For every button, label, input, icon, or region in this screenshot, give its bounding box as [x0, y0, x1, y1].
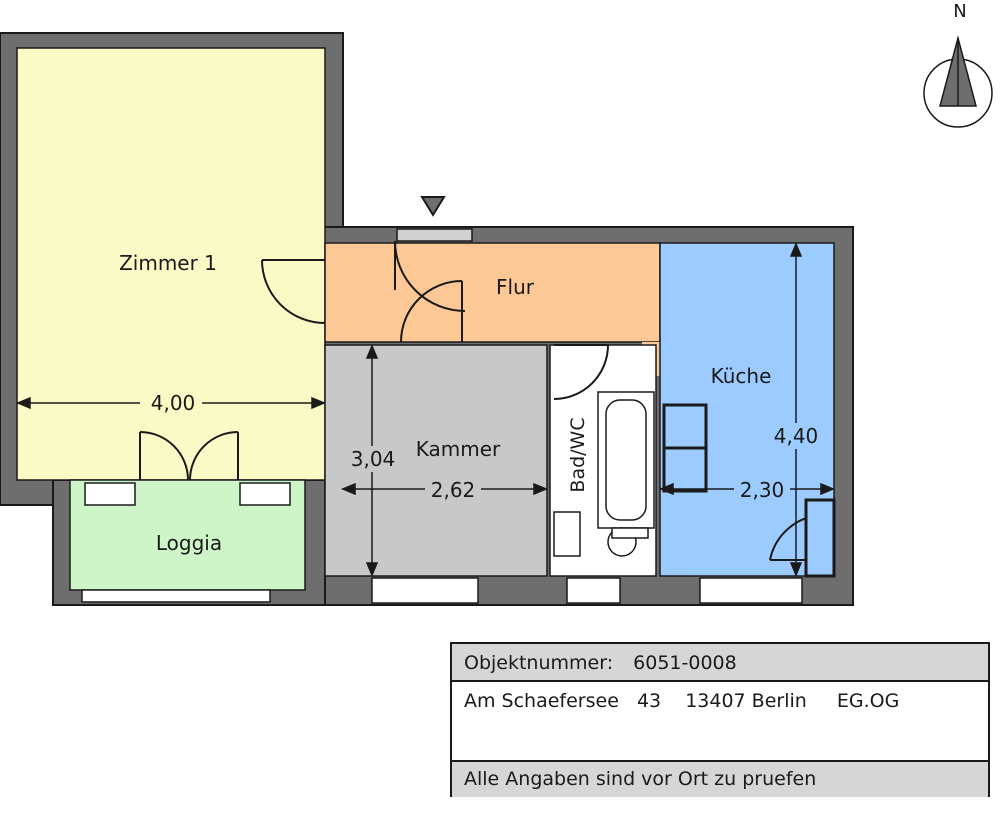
note-text: Alle Angaben sind vor Ort zu pruefen: [464, 768, 817, 790]
bath-fixtures: [553, 391, 655, 557]
doors: [139, 240, 826, 561]
object-label: Objektnummer:: [464, 652, 614, 674]
label-zimmer1: Zimmer 1: [119, 251, 217, 275]
object-number: 6051-0008: [633, 652, 737, 674]
windows: [81, 228, 803, 604]
compass: N: [923, 1, 993, 128]
dim-kueche-height: 4,40: [774, 424, 819, 448]
address-floor: EG.OG: [836, 690, 900, 712]
dim-kammer-width: 2,62: [431, 478, 476, 502]
info-box: Objektnummer: 6051-0008 Am Schaefersee 4…: [450, 642, 990, 797]
info-row-note: Alle Angaben sind vor Ort zu pruefen: [452, 762, 988, 797]
address-house-number: 43: [636, 690, 662, 712]
label-kammer: Kammer: [416, 437, 501, 461]
dim-kammer-height: 3,04: [351, 447, 396, 471]
info-row-address: Am Schaefersee 43 13407 Berlin EG.OG: [452, 682, 988, 762]
kitchen-counter: [662, 403, 836, 578]
label-loggia: Loggia: [156, 531, 222, 555]
room-flur: [324, 242, 661, 343]
room-kammer: [324, 344, 548, 577]
dim-zimmer1-width: 4,00: [151, 391, 196, 415]
label-flur: Flur: [496, 275, 535, 299]
compass-north-label: N: [953, 1, 966, 22]
floor-plan: 4,00 3,04 2,62 4,40 2,30 Zimmer 1 Flur K…: [0, 1, 993, 606]
label-kueche: Küche: [711, 364, 772, 388]
entrance-marker: [420, 196, 446, 217]
dim-kueche-width: 2,30: [740, 478, 785, 502]
info-row-object: Objektnummer: 6051-0008: [452, 644, 988, 682]
label-badwc: Bad/WC: [567, 417, 589, 492]
address-postal-city: 13407 Berlin: [685, 690, 807, 712]
address-street: Am Schaefersee: [464, 690, 619, 712]
